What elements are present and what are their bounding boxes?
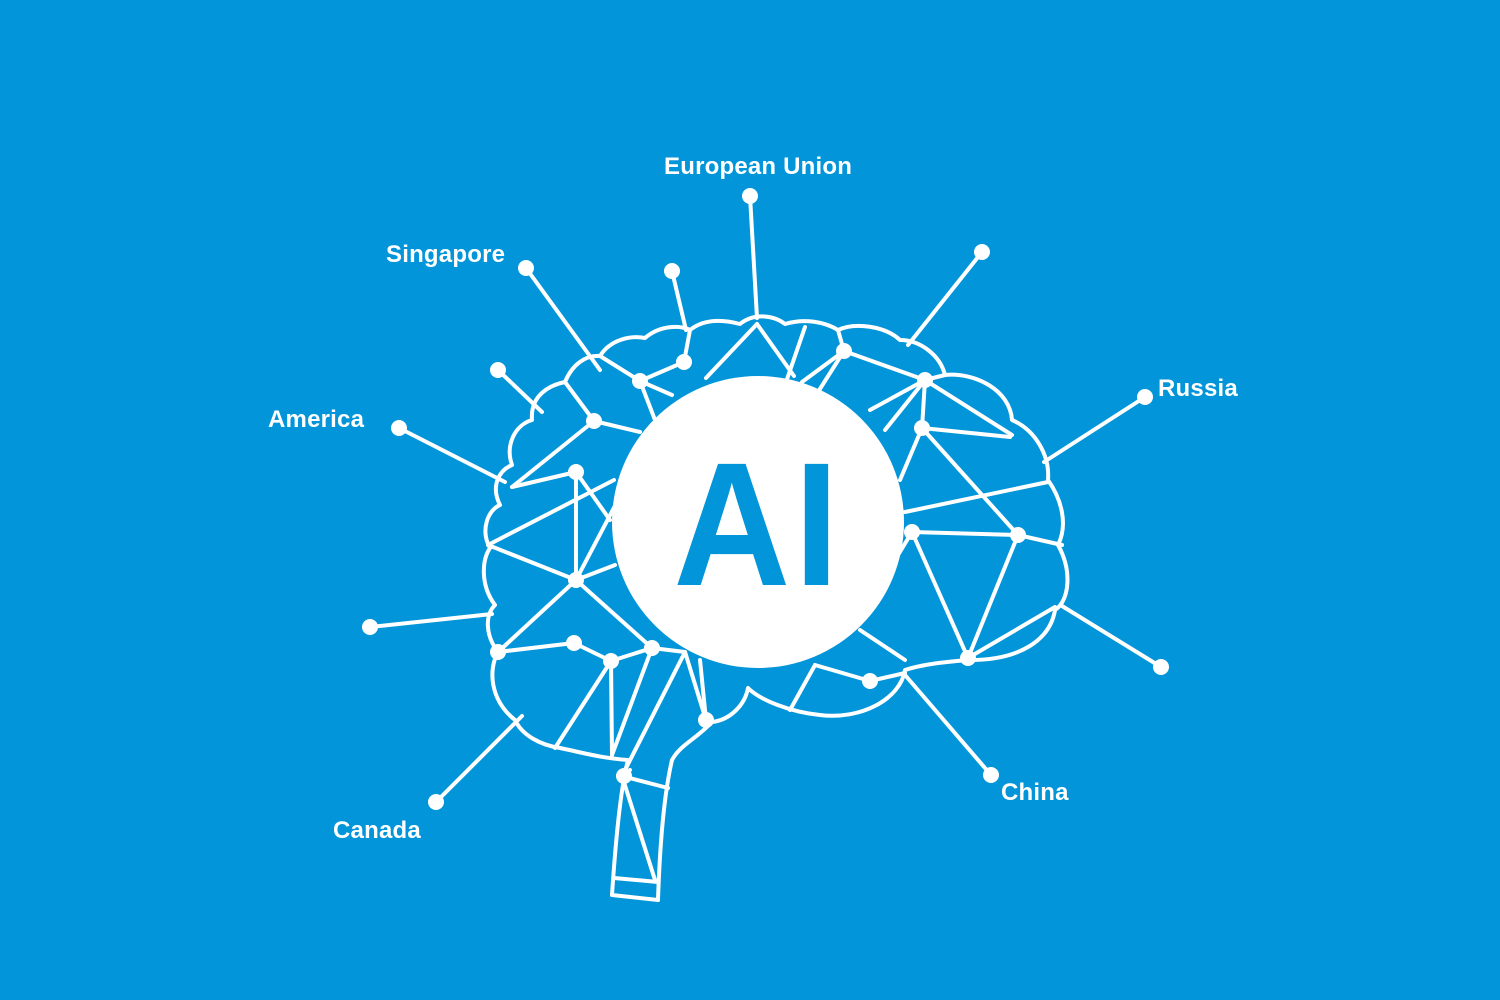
network-nodes <box>362 188 1169 810</box>
ai-center-circle <box>612 376 904 668</box>
ai-center-text: AI <box>673 427 843 623</box>
label-russia: Russia <box>1158 375 1238 402</box>
label-singapore: Singapore <box>386 241 506 268</box>
connector-lines <box>368 194 1163 804</box>
label-china: China <box>1001 779 1069 806</box>
label-european-union: European Union <box>664 153 853 180</box>
brain-outline <box>481 314 1070 902</box>
label-america: America <box>268 406 365 433</box>
label-canada: Canada <box>333 817 421 844</box>
